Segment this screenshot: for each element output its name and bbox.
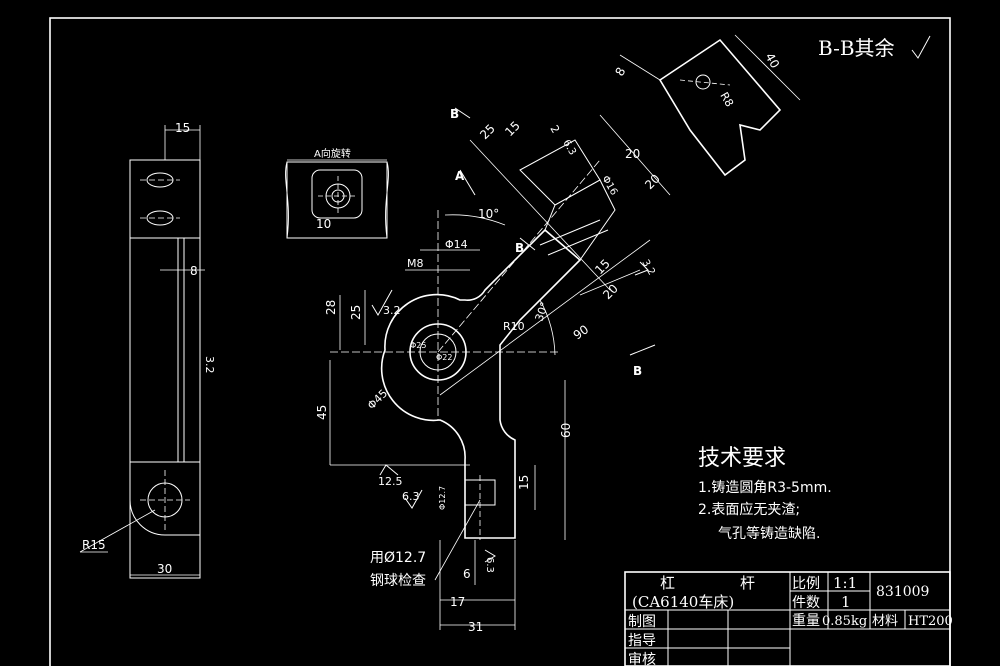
dim-phi25: Φ25	[410, 341, 426, 350]
dim-6-3-low: 6.3	[484, 557, 495, 573]
dim-12-5: 12.5	[378, 475, 403, 488]
dim-31: 31	[468, 620, 483, 634]
tech-line1: 1.铸造圆角R3-5mm.	[698, 480, 832, 496]
dim-m8: M8	[407, 257, 424, 270]
dim-r10: R10	[503, 320, 525, 333]
view-a-label: A向旋转	[314, 147, 351, 160]
material-value: HT200	[908, 614, 953, 629]
dim-15-top: 15	[502, 118, 523, 139]
ball-check-line2: 钢球检查	[370, 573, 426, 589]
drawing-frame	[49, 17, 951, 666]
dim-25-top: 25	[477, 121, 498, 142]
tech-line2: 2.表面应无夹渣;	[698, 501, 800, 518]
dim-6-3: 6.3	[402, 490, 420, 503]
dim-20-right: 20	[642, 171, 663, 192]
guide-label: 指导	[628, 633, 656, 649]
drawn-label: 制图	[628, 614, 656, 630]
dim-left-3-2: 3.2	[203, 356, 216, 374]
dim-90: 90	[571, 322, 592, 342]
scale-label: 比例	[792, 576, 820, 592]
dim-17: 17	[450, 595, 465, 609]
machine-name: (CA6140车床)	[632, 593, 734, 611]
section-b-b	[619, 34, 801, 177]
main-view	[329, 107, 671, 630]
drawing-number: 831009	[876, 584, 929, 600]
qty-label: 件数	[792, 595, 820, 611]
dim-28: 28	[324, 300, 338, 315]
dim-left-30: 30	[157, 562, 172, 576]
dim-30deg: 30°	[533, 300, 552, 323]
dim-left-8: 8	[190, 264, 198, 278]
tech-title: 技术要求	[698, 446, 786, 471]
dim-60: 60	[559, 423, 573, 438]
dim-20-lower: 20	[600, 281, 621, 302]
section-note: B-B其余	[818, 36, 895, 60]
dim-phi12-7: Φ12.7	[438, 486, 447, 510]
label-a-arrow: A	[455, 169, 465, 183]
dim-25: 25	[349, 305, 363, 320]
tech-line3: 气孔等铸造缺陷.	[718, 525, 820, 542]
scale-value: 1:1	[833, 574, 857, 592]
dim-phi22: Φ22	[436, 353, 452, 362]
dim-section-40: 40	[762, 51, 782, 71]
dim-20-top: 20	[625, 147, 640, 161]
left-view	[79, 125, 205, 579]
dim-section-8: 8	[612, 65, 628, 79]
roughness-symbol	[911, 35, 931, 59]
dim-3-2-main: 3.2	[383, 304, 401, 317]
dim-3-2-right: 3.2	[639, 258, 656, 277]
label-b-mid: B	[515, 241, 524, 255]
view-a	[285, 159, 389, 239]
review-label: 审核	[628, 652, 656, 666]
label-b-bottom: B	[633, 364, 642, 378]
label-b-top: B	[450, 107, 459, 121]
dim-45: 45	[315, 405, 329, 420]
dim-section-r8: R8	[717, 90, 736, 109]
weight-value: 0.85kg	[822, 614, 867, 629]
part-name-1: 杠	[660, 574, 675, 592]
dim-2-top: 2	[547, 123, 562, 136]
dim-10deg: 10°	[478, 207, 499, 221]
title-block	[624, 571, 951, 666]
dim-6: 6	[463, 567, 471, 581]
part-name-2: 杆	[740, 574, 755, 592]
dim-view-a-10: 10	[316, 217, 331, 231]
dim-15-low: 15	[517, 475, 531, 490]
qty-value: 1	[841, 593, 851, 611]
weight-label: 重量	[792, 613, 820, 629]
dim-left-r15: R15	[82, 538, 106, 552]
ball-check-line1: 用Ø12.7	[370, 550, 426, 566]
material-label: 材料	[872, 614, 898, 629]
dim-left-15: 15	[175, 121, 190, 135]
dim-phi14: Φ14	[445, 238, 468, 251]
